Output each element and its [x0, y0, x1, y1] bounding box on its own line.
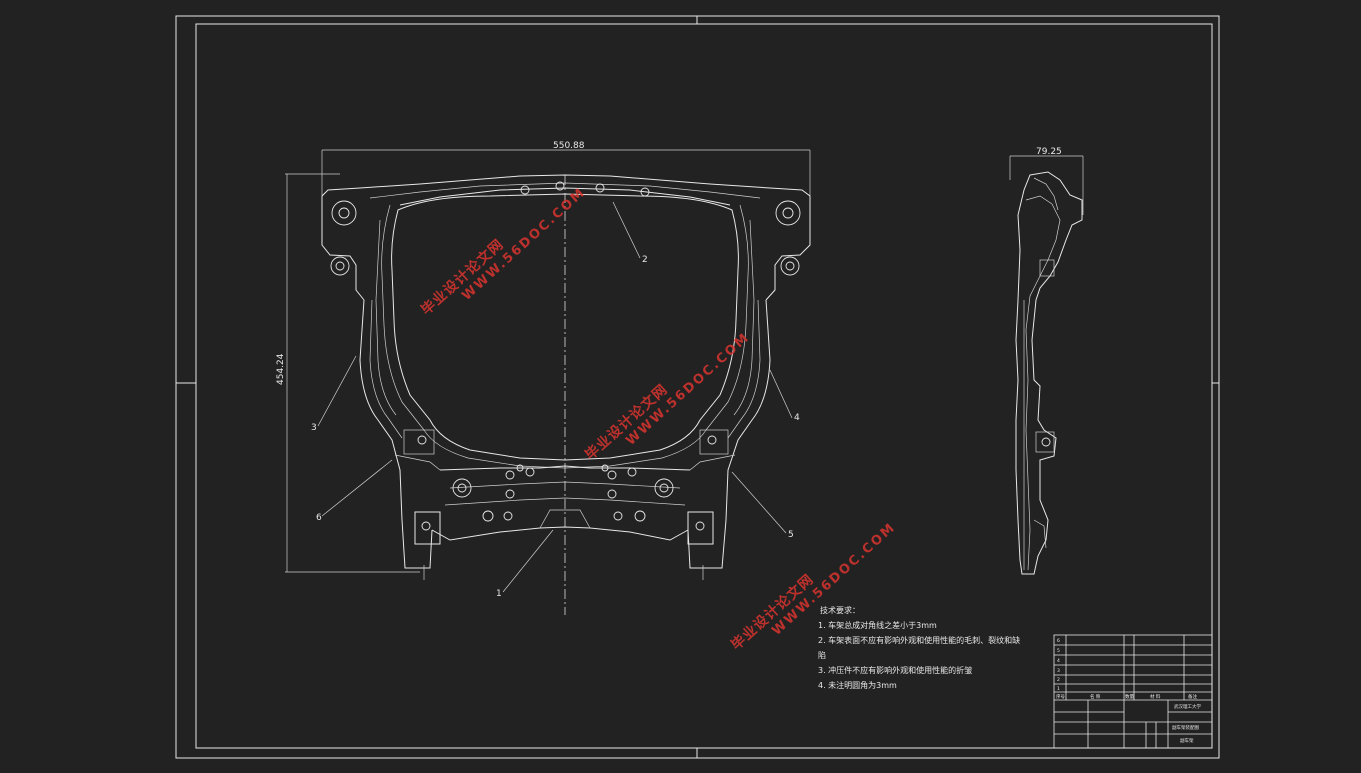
parts-row-6: 6	[1057, 638, 1060, 644]
callout-1: 1	[496, 589, 502, 599]
parts-row-2: 2	[1057, 677, 1060, 683]
header-name: 名 称	[1090, 693, 1101, 700]
parts-row-3: 3	[1057, 668, 1060, 674]
subframe-side-view: 79.25	[1009, 147, 1084, 575]
technical-notes: 技术要求： 1. 车架总成对角线之差小于3mm 2. 车架表面不应有影响外观和使…	[818, 603, 1048, 693]
school-name: 武汉理工大学	[1174, 703, 1201, 710]
note-4: 4. 未注明圆角为3mm	[818, 681, 897, 690]
drawing-number: 副车架	[1180, 737, 1194, 744]
dim-height-left: 454.24	[276, 353, 286, 385]
subframe-front-view: 550.88 454.24	[276, 141, 811, 615]
sheet-inner-frame	[195, 23, 1213, 749]
dim-side-width: 79.25	[1036, 147, 1062, 157]
drawing-title: 副车架装配图	[1172, 724, 1199, 731]
note-3: 3. 冲压件不应有影响外观和使用性能的折皱	[818, 666, 973, 675]
header-qty: 数量	[1125, 693, 1134, 700]
header-remark: 备注	[1188, 693, 1197, 700]
note-1: 1. 车架总成对角线之差小于3mm	[818, 621, 937, 630]
callout-3: 3	[311, 423, 317, 433]
title-block: 6 5 4 3 2 1 序号 名 称 数量 材 料 备注 武汉理工大学 副车架装…	[1053, 634, 1213, 749]
callout-2: 2	[642, 255, 648, 265]
parts-row-5: 5	[1057, 648, 1060, 654]
note-2-cont: 陷	[818, 651, 826, 660]
dim-width-top: 550.88	[553, 141, 585, 151]
note-2: 2. 车架表面不应有影响外观和使用性能的毛刺、裂纹和缺	[818, 636, 1021, 645]
callout-4: 4	[794, 413, 800, 423]
parts-row-1: 1	[1057, 686, 1060, 692]
header-seq: 序号	[1056, 693, 1065, 700]
callout-6: 6	[316, 513, 322, 523]
parts-row-4: 4	[1057, 658, 1060, 664]
notes-title: 技术要求：	[820, 606, 860, 615]
header-material: 材 料	[1150, 693, 1161, 700]
callout-5: 5	[788, 530, 794, 540]
